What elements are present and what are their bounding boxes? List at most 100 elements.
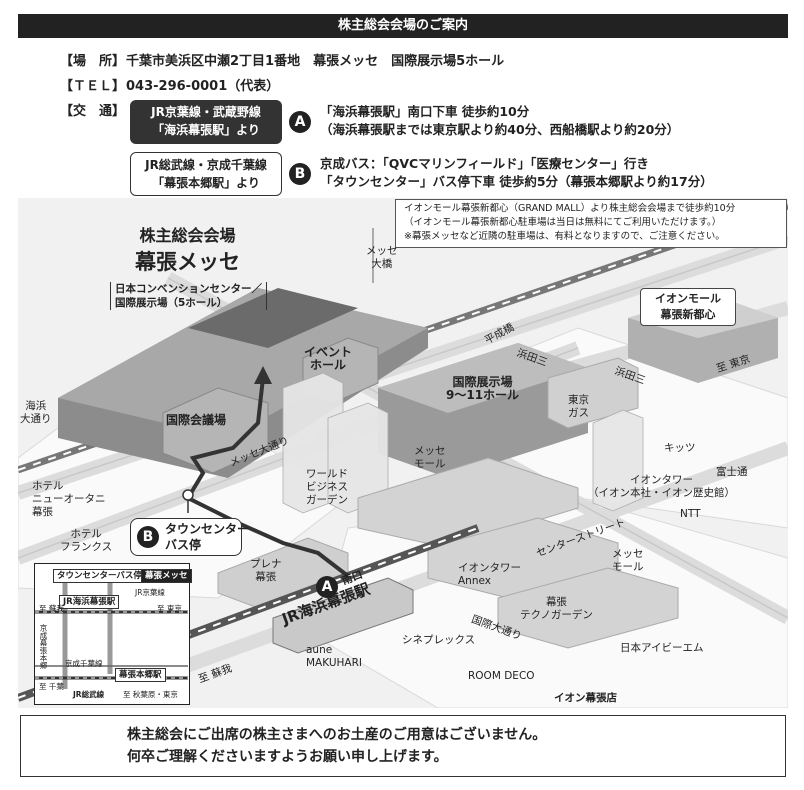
intl-expo-line2: 9〜11ホール	[446, 388, 520, 402]
intl-expo-line1: 国際展示場	[452, 375, 513, 389]
inset-lines	[35, 578, 188, 689]
route-a-text: 「海浜幕張駅」南口下車 徒歩約10分 （海浜幕張駅までは東京駅より約40分、西船…	[320, 103, 679, 139]
prena-line2: 幕張	[255, 571, 277, 583]
event-hall-label: イベントホール	[304, 346, 352, 372]
hotel-franks-label: ホテルフランクス	[60, 528, 112, 554]
hotel-franks-line1: ホテル	[70, 528, 102, 540]
bus-stop-label: B タウンセンター バス停	[130, 518, 250, 556]
venue-title: 株主総会会場 幕張メッセ	[135, 222, 240, 276]
venue-subtitle: 日本コンベンションセンター／ 国際展示場（5ホール）	[110, 282, 267, 310]
bus-stop-marker: B	[137, 526, 159, 548]
messe-ohashi-line2: 大橋	[371, 258, 393, 270]
messe-mall-line2: モール	[414, 458, 446, 470]
route-a-text-line2: （海浜幕張駅までは東京駅より約40分、西船橋駅より約20分）	[320, 122, 680, 137]
venue-subtitle-line2: 国際展示場（5ホール）	[115, 297, 228, 309]
inset-keiyo: JR京葉線	[135, 588, 165, 597]
route-b-marker: B	[289, 163, 311, 185]
messe-mall2-line2: モール	[612, 561, 644, 573]
techno-garden-line1: 幕張	[545, 596, 567, 608]
world-biz-line3: ガーデン	[306, 494, 348, 506]
footer-notice: 株主総会にご出席の株主さまへのお土産のご用意はございません。 何卒ご理解ください…	[20, 715, 786, 777]
hamakaigan-label: 海浜大通り	[20, 400, 52, 426]
info-tel-key: 【ＴＥＬ】	[60, 79, 126, 94]
route-b-text: 京成バス：「QVCマリンフィールド」「医療センター」行き 「タウンセンター」バス…	[320, 155, 713, 191]
bus-stop-line1: タウンセンター	[165, 522, 250, 536]
techno-garden-label: 幕張テクノガーデン	[520, 596, 593, 622]
messe-ohashi-line1: メッセ	[366, 245, 398, 257]
inset-keisei-chiba: 京成千葉線	[65, 659, 103, 668]
access-map	[18, 198, 788, 708]
prena-label: プレナ幕張	[250, 558, 282, 584]
kokusai-kaigijo-label: 国際会議場	[166, 413, 227, 427]
route-a-box: JR京葉線・武蔵野線 「海浜幕張駅」より	[130, 100, 282, 144]
inset-map: タウンセンターバス停 幕張メッセ JR海浜幕張駅 JR京葉線 至 蘇我 至 東京…	[34, 563, 192, 705]
aeon-tower-annex-line2: Annex	[458, 575, 491, 587]
info-tel-value: 043-296-0001（代表）	[126, 79, 280, 94]
hotel-newotani-line2: ニューオータニ	[32, 493, 106, 505]
aeon-mall-line2: 幕張新都心	[660, 308, 716, 321]
aeon-tower-line1: イオンタワー	[630, 474, 693, 486]
route-b-line1: JR総武線・京成千葉線	[145, 158, 267, 172]
station-a-marker: A	[316, 576, 338, 598]
messe-mall-label: メッセモール	[414, 445, 446, 471]
aune-line2: MAKUHARI	[306, 657, 363, 669]
room-deco-label: ROOM DECO	[468, 670, 535, 682]
route-b-box: JR総武線・京成千葉線 「幕張本郷駅」より	[130, 152, 282, 196]
route-b-text-line1: 京成バス：「QVCマリンフィールド」「医療センター」行き	[320, 156, 649, 171]
messe-mall2-label: メッセモール	[612, 548, 644, 574]
event-hall-line2: ホール	[310, 358, 347, 372]
info-place-key: 【場 所】	[60, 54, 126, 69]
aeon-makuhari-label: イオン幕張店	[554, 692, 617, 704]
inset-to-tokyo: 至 東京	[157, 604, 182, 613]
messe-ohashi-label: メッセ大橋	[366, 245, 398, 271]
inset-keisei-makuhari: 京成幕張本郷	[39, 624, 48, 669]
inset-messe: 幕張メッセ	[141, 569, 192, 583]
aune-line1: aune	[306, 644, 333, 656]
event-hall-line1: イベント	[304, 345, 353, 359]
inset-to-akiba: 至 秋葉原・東京	[123, 690, 178, 699]
route-a-line1: JR京葉線・武蔵野線	[151, 105, 261, 119]
tokyo-gas-line2: ガス	[568, 407, 589, 419]
world-biz-garden-label: ワールドビジネスガーデン	[306, 468, 348, 507]
route-b-line2: 「幕張本郷駅」より	[152, 176, 260, 190]
info-place-row: 【場 所】千葉市美浜区中瀬2丁目1番地 幕張メッセ 国際展示場5ホール	[60, 50, 504, 69]
route-a-text-line1: 「海浜幕張駅」南口下車 徒歩約10分	[320, 104, 530, 119]
inset-town-center: タウンセンターバス停	[53, 569, 146, 583]
hamakaigan-line1: 海浜	[25, 400, 47, 412]
aeon-mall-line1: イオンモール	[655, 292, 721, 305]
footer-line2: 何卒ご理解くださいますようお願い申し上げます。	[127, 749, 448, 765]
inset-hongo: 幕張本郷駅	[115, 668, 166, 682]
hotel-newotani-label: ホテルニューオータニ幕張	[32, 480, 106, 519]
aeon-tower-annex-line1: イオンタワー	[458, 562, 521, 574]
bus-stop-line2: バス停	[165, 538, 202, 552]
hotel-newotani-line1: ホテル	[32, 480, 64, 492]
info-access-row: 【交 通】	[60, 100, 126, 119]
parking-note: イオンモール幕張新都心（GRAND MALL）より株主総会会場まで徒歩約10分 …	[395, 199, 787, 248]
japan-ibm-label: 日本アイビーエム	[620, 642, 704, 654]
venue-title-line1: 株主総会会場	[139, 226, 236, 245]
aeon-mall-label: イオンモール 幕張新都心	[640, 288, 736, 326]
world-biz-line2: ビジネス	[306, 481, 348, 493]
techno-garden-line2: テクノガーデン	[520, 609, 593, 621]
prena-line1: プレナ	[250, 558, 282, 570]
route-a-marker: A	[289, 111, 311, 133]
hotel-franks-line2: フランクス	[60, 541, 113, 553]
tokyo-gas-label: 東京ガス	[568, 394, 589, 420]
inset-sobu: JR総武線	[73, 690, 105, 699]
inset-to-soga: 至 蘇我	[39, 604, 64, 613]
route-b-text-line2: 「タウンセンター」バス停下車 徒歩約5分（幕張本郷駅より約17分）	[320, 174, 713, 189]
kids-label: キッツ	[664, 442, 696, 454]
world-biz-line1: ワールド	[306, 468, 348, 480]
venue-title-line2: 幕張メッセ	[135, 250, 240, 274]
parking-note-line2: （イオンモール幕張新都心駐車場は当日は無料にてご利用いただけます。）	[404, 217, 722, 228]
hotel-newotani-line3: 幕張	[32, 506, 53, 518]
messe-mall2-line1: メッセ	[612, 548, 644, 560]
parking-note-line1: イオンモール幕張新都心（GRAND MALL）より株主総会会場まで徒歩約10分	[404, 203, 736, 214]
cineplex-label: シネプレックス	[402, 634, 476, 646]
hamakaigan-line2: 大通り	[20, 413, 52, 425]
aeon-tower-line2: （イオン本社・イオン歴史館）	[588, 487, 735, 499]
footer-line1: 株主総会にご出席の株主さまへのお土産のご用意はございません。	[127, 727, 547, 743]
tokyo-gas-line1: 東京	[568, 394, 589, 406]
